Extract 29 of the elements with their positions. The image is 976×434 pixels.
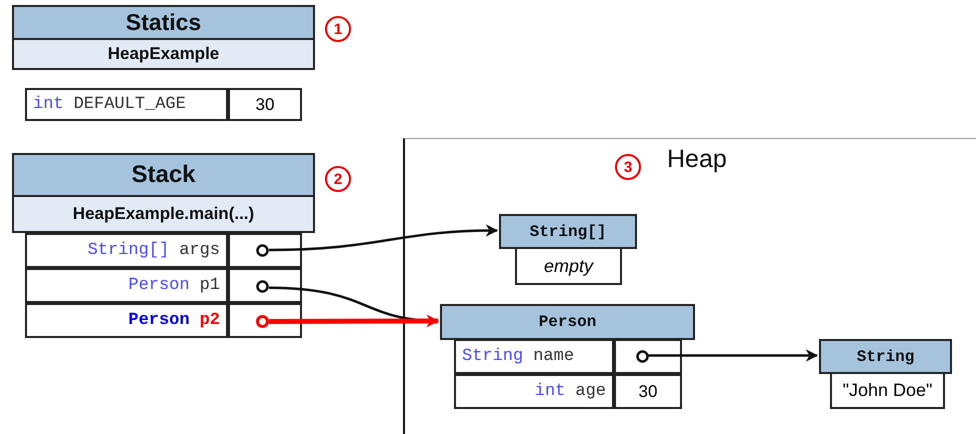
header-bar: Person [440,304,695,340]
table-cell: Person p1 [25,268,228,303]
region-title: Heap [667,145,727,174]
table-cell: String[] args [25,233,228,268]
table-cell: 30 [228,88,302,121]
callout-number: 1 [325,16,351,42]
callout-number: 3 [615,154,641,180]
table-cell: empty [515,247,622,285]
arrow [647,350,818,361]
title-bar: Statics [12,5,315,40]
callout-number: 2 [325,166,351,192]
reference-circle [256,280,269,293]
table-cell: int age [454,374,614,409]
subtitle-bar: HeapExample.main(...) [12,195,315,233]
table-cell: int DEFAULT_AGE [25,88,228,121]
subtitle-bar: HeapExample [12,38,315,70]
table-cell: Person p2 [25,303,228,338]
reference-circle [256,315,269,328]
reference-circle [636,350,649,363]
reference-circle [256,244,269,257]
table-cell: 30 [614,374,682,409]
arrow [268,225,498,252]
title-bar: Stack [12,153,315,197]
heap-region [403,138,976,434]
header-bar: String [819,339,952,374]
arrow [269,316,438,327]
header-bar: String[] [499,214,637,249]
table-cell: "John Doe" [830,372,945,409]
table-cell: String name [454,339,614,374]
